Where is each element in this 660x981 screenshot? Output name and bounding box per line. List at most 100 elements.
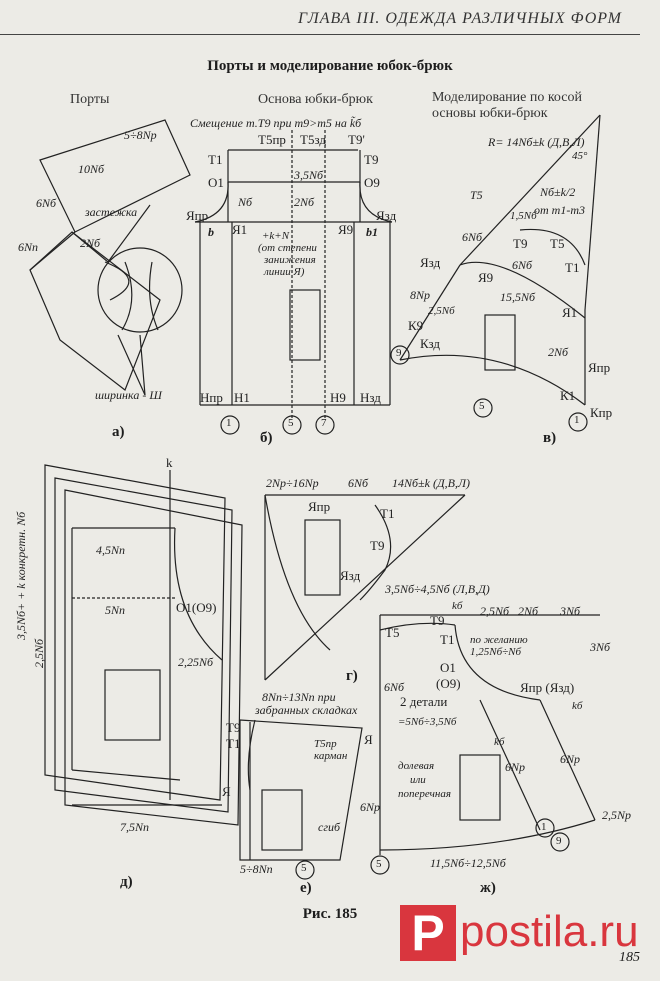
label-t1: Т1 [208, 152, 223, 167]
label-t9-e: Т9 [226, 720, 241, 735]
label-kb-1: kб [452, 600, 463, 612]
label-11-5nb: 11,5Nб÷12,5Nб [430, 856, 506, 870]
label-2nb: 2Nб [294, 195, 315, 209]
label-2-5nb: 2,5Nб [428, 305, 455, 317]
label-3nb-zh2: 3Nб [590, 640, 611, 654]
circle-7: 7 [321, 417, 327, 429]
label-1-25nb: 1,25Nб÷Nб [470, 646, 522, 658]
label-n9: Н9 [330, 390, 346, 405]
label-1-5nb: 1,5Nб [510, 210, 537, 222]
chapter-title: ГЛАВА III. ОДЕЖДА РАЗЛИЧНЫХ ФОРМ [297, 10, 622, 27]
label-t5-zh: Т5 [385, 625, 400, 640]
label-ya9-v: Я9 [478, 270, 494, 285]
label-o1o9: О1(О9) [176, 600, 217, 615]
label-t1-t3: от т1-т3 [534, 203, 585, 217]
circle-9-v: 9 [396, 347, 402, 359]
label-o1: О1 [208, 175, 224, 190]
label-6np-zh3: 6Nр [360, 800, 381, 814]
watermark-icon: P [400, 905, 456, 961]
label-5-8np: 5÷8Nр [124, 128, 157, 142]
label-ya9: Я9 [338, 222, 354, 237]
label-6nb-v: 6Nб [462, 230, 483, 244]
panel-g-pattern [264, 494, 466, 681]
label-yapr-g: Япр [308, 499, 331, 514]
panel-v-caption: Моделирование по косой основы юбки-брюк [432, 90, 582, 121]
label-kpr: Кпр [590, 405, 613, 420]
label-ya-e: Я [222, 784, 231, 799]
circle-5-zh: 5 [376, 858, 382, 870]
page-number: 185 [619, 950, 640, 965]
panel-zh-pattern [370, 614, 600, 875]
label-3-5nb: 3,5Nб [294, 168, 324, 182]
label-5np: 5Nп [105, 603, 126, 617]
label-yapr-v: Япр [588, 360, 611, 375]
panel-d-pattern [44, 464, 243, 826]
panel-b-caption: Основа юбки-брюк [258, 92, 373, 107]
figure-caption: Рис. 185 [302, 906, 358, 922]
label-sgib: сгиб [318, 820, 341, 834]
label-5nb-3-5nb: =5Nб÷3,5Nб [398, 716, 457, 728]
header-rule [0, 34, 640, 35]
watermark-text: postila.ru [460, 907, 639, 956]
label-b: b [208, 225, 214, 239]
label-zastezhka: застежка [85, 205, 138, 219]
label-2-5nb-d: 2,5Nб [32, 638, 46, 668]
label-2-details: 2 детали [400, 694, 448, 709]
label-yapr: Япр [186, 208, 209, 223]
watermark-logo[interactable]: P postila.ru [400, 905, 650, 965]
label-ya-zh: Я [364, 732, 373, 747]
label-k9: К9 [408, 318, 424, 333]
label-o9-zh: (О9) [436, 676, 461, 691]
panel-a-pattern [29, 119, 191, 396]
label-note-2: занижения [264, 254, 316, 266]
label-t5pr: Т5пр [258, 132, 286, 147]
label-ya1-v: Я1 [562, 305, 578, 320]
label-dolevaya: долевая [398, 760, 435, 772]
page-title: Порты и моделирование юбок-брюк [207, 58, 453, 74]
label-radius: R= 14Nб±k (Д,В,Л) [488, 135, 585, 149]
panel-zh-letter: ж) [480, 880, 496, 896]
label-t5pr-e: Т5пр [314, 738, 337, 750]
label-note-1: (от степени [258, 242, 317, 254]
label-2-5nb-zh: 2,5Nб [480, 604, 510, 618]
circle-1-v: 1 [574, 414, 580, 426]
circle-5-v: 5 [479, 400, 485, 412]
label-6nb-zh: 6Nб [384, 680, 405, 694]
label-yazd-g: Язд [340, 568, 361, 583]
label-6np-zh: 6Nр [505, 760, 526, 774]
label-t5zd: Т5зд [300, 132, 326, 147]
label-2nb-a: 2Nб [80, 236, 101, 250]
label-o1-zh: О1 [440, 660, 456, 675]
panel-e-pattern [239, 719, 363, 880]
circle-1: 1 [226, 417, 232, 429]
label-6np: 6Nп [18, 240, 39, 254]
label-kb-3: kб [494, 736, 505, 748]
label-poperechnaya: поперечная [398, 788, 451, 800]
panel-a-caption: Порты [70, 92, 110, 107]
circle-1-zh: 1 [541, 821, 547, 833]
label-k-n: +k+N [262, 230, 290, 242]
label-shirinka: ширинка - Ш [95, 388, 162, 402]
panel-b-letter: б) [260, 430, 273, 446]
label-8np-13np: 8Nп÷13Nп при [262, 690, 336, 704]
label-po-zhelaniyu: по желанию [470, 634, 528, 646]
label-nzd: Нзд [360, 390, 381, 405]
label-t9-zh: Т9 [430, 613, 445, 628]
label-10nb: 10Nб [78, 162, 105, 176]
label-45: 45° [572, 150, 588, 162]
label-6nb-g: 6Nб [348, 476, 369, 490]
label-3nb-zh: 3Nб [560, 604, 581, 618]
panel-e-letter: е) [300, 880, 312, 896]
label-t9: Т9 [364, 152, 379, 167]
circle-5: 5 [288, 417, 294, 429]
label-15-5nb: 15,5Nб [500, 290, 536, 304]
shift-note: Смещение т.Т9 при т9>т5 на k̃б [190, 116, 362, 130]
label-t9-g: Т9 [370, 538, 385, 553]
label-karman: карман [314, 750, 348, 762]
label-yazd-v: Язд [420, 255, 441, 270]
panel-a-letter: а) [112, 424, 125, 440]
label-npr: Нпр [200, 390, 223, 405]
label-2np-16np: 2Nр÷16Nр [266, 476, 319, 490]
